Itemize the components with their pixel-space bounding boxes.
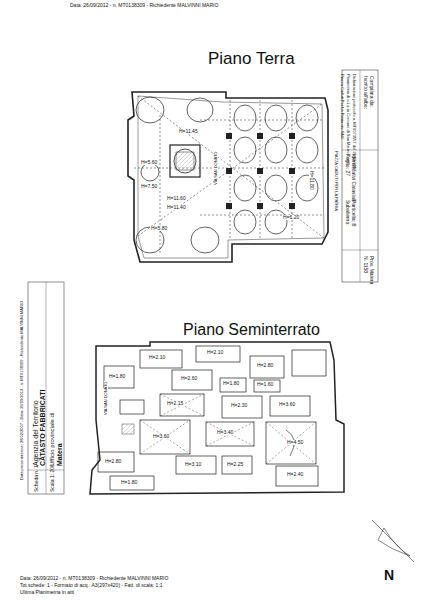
info-text: Iscritto all'albo:	[363, 76, 368, 109]
street-label: PIAZZA CADUTI PER LA PATRIA	[334, 150, 338, 212]
footer-text: Ultima Planimetria in atti	[20, 590, 74, 595]
info-text: Prov. Matera	[369, 256, 374, 284]
height-label: H=2.30	[230, 403, 248, 408]
height-label: H=1.60	[256, 382, 274, 387]
info-text: Planimetria di u.i.u. in Comune di San M…	[346, 74, 350, 164]
north-arrow	[372, 520, 414, 562]
height-label: H=6.20	[282, 215, 300, 220]
height-label: H=5.60	[140, 160, 158, 165]
height-label: H=11.80	[309, 170, 314, 191]
height-label: H=2.10	[148, 355, 166, 360]
info-box	[342, 70, 378, 282]
height-label: H=2.80	[256, 363, 274, 368]
info-text: Piazza Caduti Per La Patria civ. SNC	[340, 74, 344, 140]
footer-text: Tot.schede: 1 - Formato di acq.: A3(297x…	[20, 583, 163, 588]
height-label: H=7.50	[140, 184, 158, 189]
height-label: H=3.10	[184, 462, 202, 467]
height-label: H=2.15	[166, 401, 184, 406]
info-text: Compilata da:	[369, 76, 374, 107]
height-label: H=11.45	[178, 129, 199, 134]
info-text: Subalterno:	[345, 200, 350, 226]
info-text: Dichiarazione protocollo n. MT0073557 de…	[352, 74, 356, 171]
agency-text: Ufficio provinciale di	[49, 413, 55, 466]
info-text: N. 1158	[363, 256, 368, 273]
info-text: Particella: B	[351, 200, 356, 227]
height-label: H=2.80	[104, 459, 122, 464]
side-text: Data presentazione: 28/02/2007 - Data: 2…	[20, 301, 24, 480]
title-strip	[28, 282, 64, 494]
agency-text: Matera	[56, 443, 63, 466]
height-label: H=3.40	[216, 430, 234, 435]
sheet-text: Scheda n. 1	[34, 465, 39, 492]
height-label: H=1.80	[222, 381, 240, 386]
height-label: H=3.60	[152, 434, 170, 439]
agency-text: CATASTO FABBRICATI	[39, 390, 46, 466]
footer-text: Data: 26/09/2012 - n. MT0138309 - Richie…	[20, 576, 168, 581]
height-label: H=3.60	[278, 402, 296, 407]
street-label: VIA SAN DONATO	[214, 151, 218, 186]
height-label: H=1.80	[120, 480, 138, 485]
height-label: H=2.40	[286, 472, 304, 477]
height-label: H=2.10	[206, 350, 224, 355]
ground-floor-plan	[128, 92, 328, 262]
height-label: H=2.60	[180, 376, 198, 381]
height-label: H=4.50	[286, 440, 304, 445]
street-label: VIA SAN DONATO	[104, 381, 108, 416]
header-text: Data: 26/09/2012 - n. MT0138309 - Richie…	[70, 3, 218, 8]
north-label: N	[384, 568, 394, 582]
height-label: H=11.40	[166, 205, 187, 210]
height-label: H=2.25	[226, 462, 244, 467]
height-label: H=5.80	[150, 226, 168, 231]
agency-text: Agenzia del Territorio	[32, 400, 39, 466]
height-label: H=11.60	[166, 196, 187, 201]
height-label: H=1.80	[108, 374, 126, 379]
floor-title: Piano Terra	[208, 50, 295, 67]
floor-title: Piano Seminterrato	[183, 322, 320, 338]
basement-plan	[90, 342, 344, 494]
sheet-text: Scala 1: 200	[50, 464, 55, 492]
